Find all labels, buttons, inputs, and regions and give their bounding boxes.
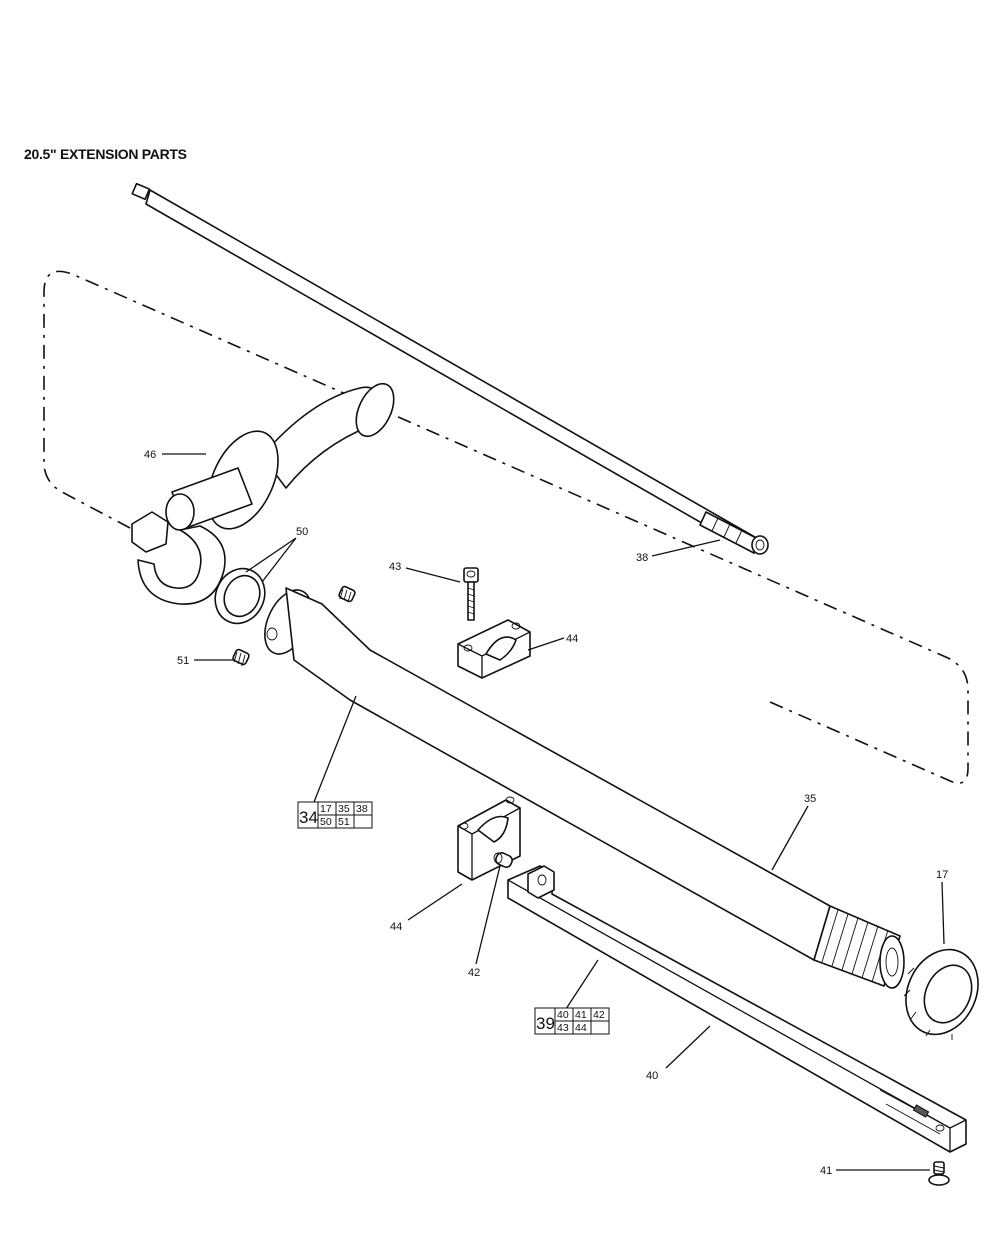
callout-40: 40 (646, 1070, 658, 1082)
clamp-block-44-upper (457, 619, 531, 679)
callout-46: 46 (144, 449, 156, 461)
kit-34-part: 51 (338, 816, 350, 828)
kit-34-part: 17 (320, 803, 332, 815)
callout-17: 17 (936, 869, 948, 881)
kit-34-number: 34 (299, 808, 318, 827)
pin-42 (493, 852, 513, 868)
callout-44-upper: 44 (566, 633, 578, 645)
callout-42: 42 (468, 967, 480, 979)
page-title: 20.5" EXTENSION PARTS (24, 146, 187, 162)
clamp-block-44-lower (457, 796, 521, 881)
kit-39-number: 39 (536, 1014, 555, 1033)
thumb-screw-41 (928, 1161, 950, 1186)
callout-50: 50 (296, 526, 308, 538)
kit-34-box: 34 17 35 38 50 51 (297, 801, 373, 829)
callout-35: 35 (804, 793, 816, 805)
callout-41: 41 (820, 1165, 832, 1177)
callout-43: 43 (389, 561, 401, 573)
kit-39-part: 44 (575, 1022, 587, 1034)
kit-39-part: 40 (557, 1009, 569, 1021)
kit-39-part: 42 (593, 1009, 605, 1021)
extension-tube-35 (264, 587, 905, 989)
callout-labels: 46 50 43 44 38 51 35 17 44 42 40 41 (144, 449, 948, 1177)
leader-lines (162, 453, 945, 1171)
kit-34-part: 50 (320, 816, 332, 828)
screw-43 (463, 567, 479, 621)
set-screw-51 (232, 648, 250, 667)
o-ring-50 (214, 567, 266, 625)
kit-39-part: 43 (557, 1022, 569, 1034)
callout-51: 51 (177, 655, 189, 667)
set-screw-small (338, 585, 356, 603)
callout-44-lower: 44 (390, 921, 402, 933)
kit-34-part: 35 (338, 803, 350, 815)
callout-38: 38 (636, 552, 648, 564)
kit-39-part: 41 (575, 1009, 587, 1021)
drive-shaft-38 (131, 182, 769, 555)
kit-34-part: 38 (356, 803, 368, 815)
support-bar-40 (507, 865, 967, 1153)
side-handle-46 (131, 382, 395, 605)
knurled-nut-17 (903, 948, 979, 1040)
kit-39-box: 39 40 41 42 43 44 (534, 1007, 610, 1035)
assembly-boundary (43, 270, 969, 784)
